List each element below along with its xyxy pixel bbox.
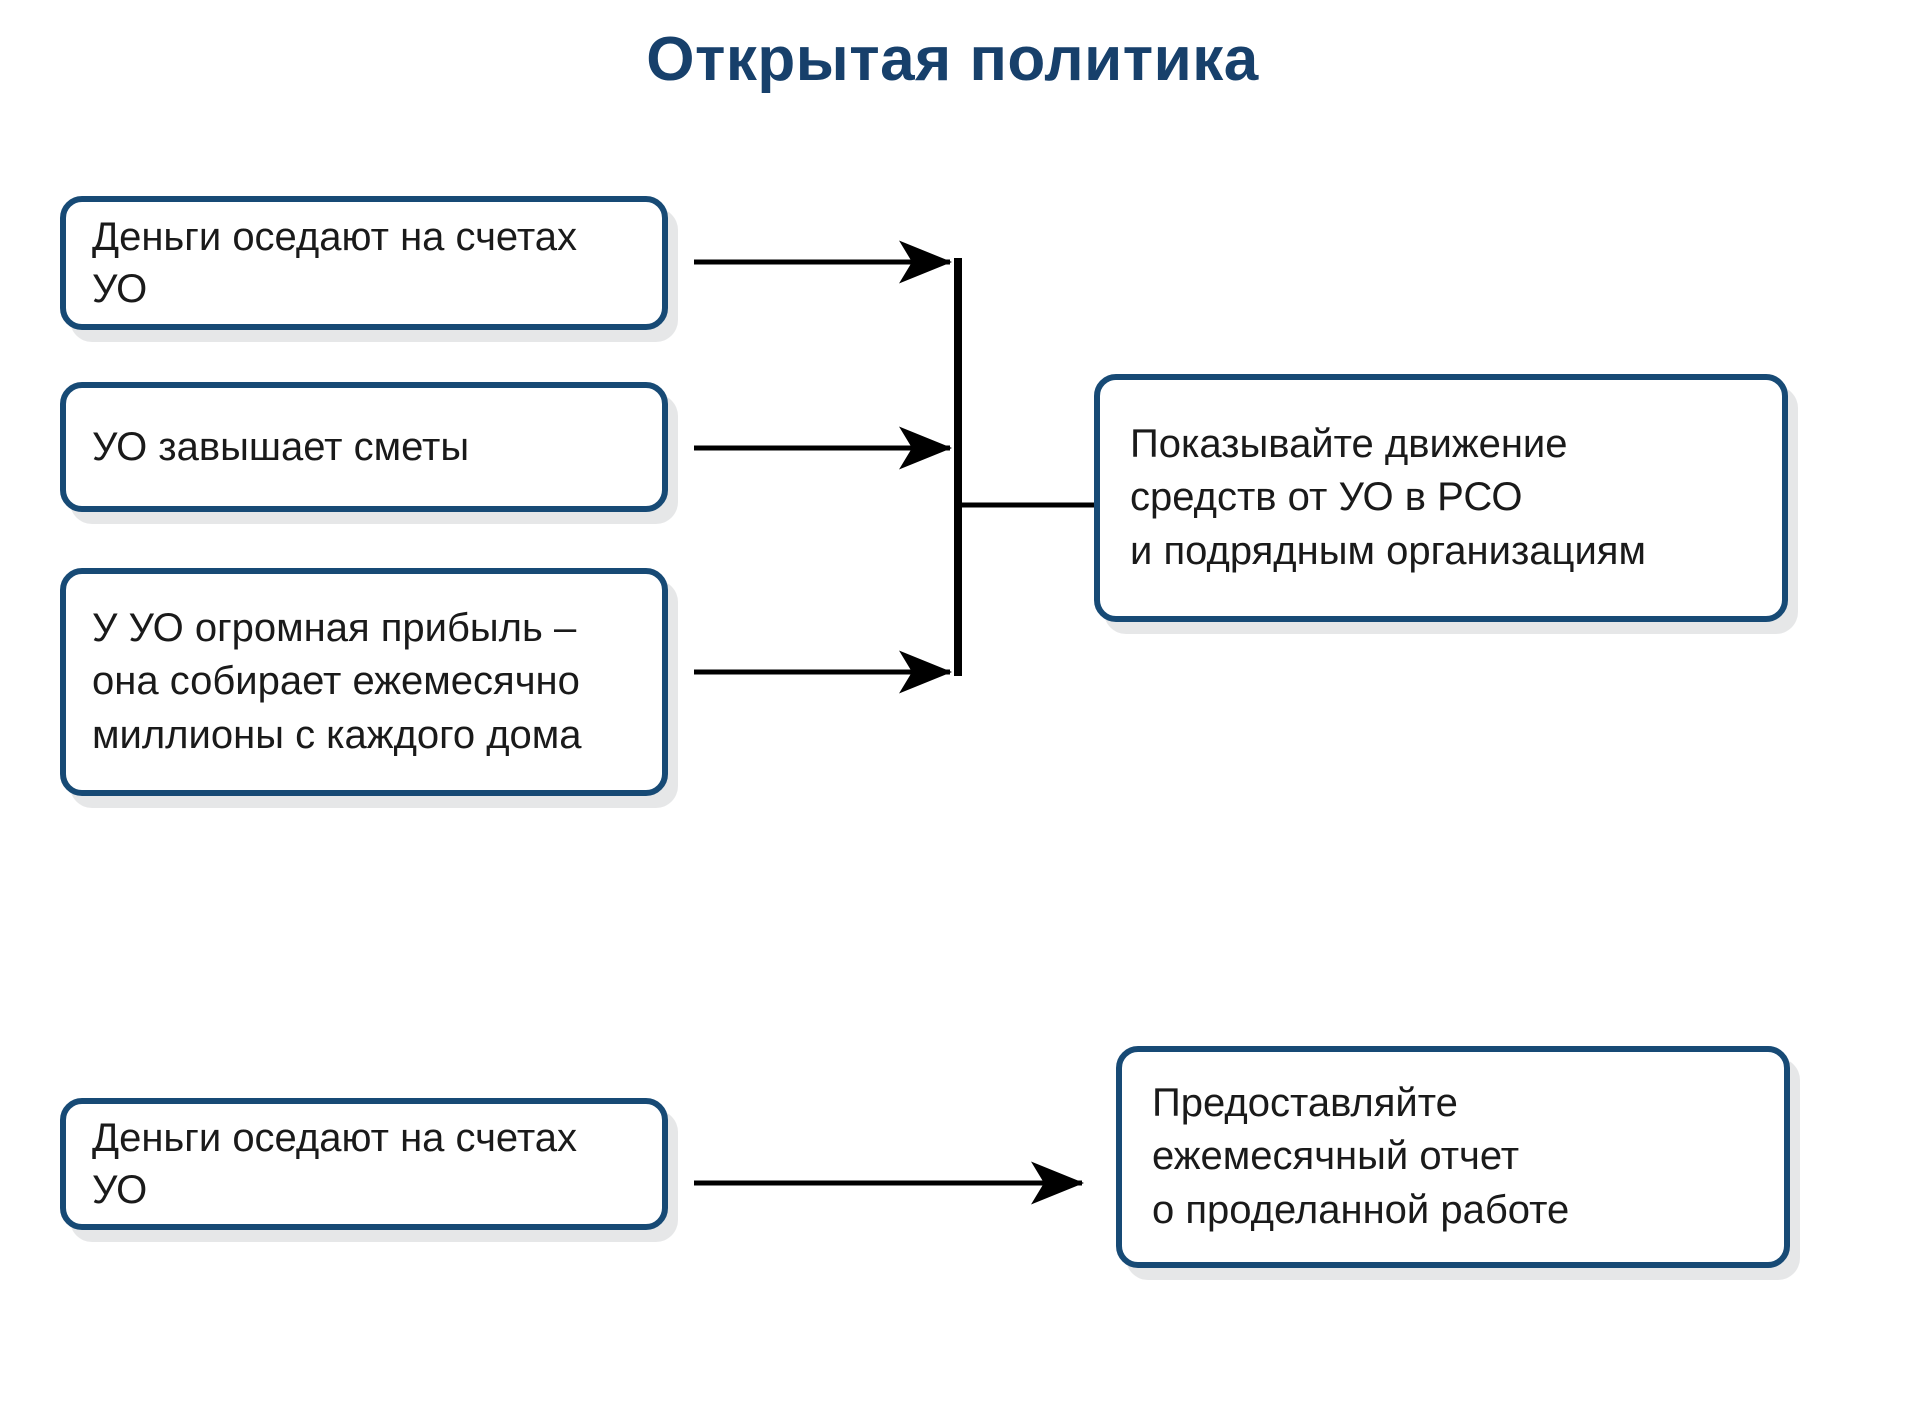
solution-box-show-fund-flow[interactable]: Показывайте движение средств от УО в РСО… xyxy=(1094,374,1788,622)
problem-box-label: У УО огромная прибыль – она собирает еже… xyxy=(92,605,582,757)
problem-box-money-on-accounts[interactable]: Деньги оседают на счетах УО xyxy=(60,196,668,330)
problem-box-label: Деньги оседают на счетах УО xyxy=(92,215,577,311)
solution-box-label: Предоставляйте ежемесячный отчет о проде… xyxy=(1152,1080,1570,1232)
problem-box-money-on-accounts-secondary[interactable]: Деньги оседают на счетах УО xyxy=(60,1098,668,1230)
solution-box-label: Показывайте движение средств от УО в РСО… xyxy=(1130,421,1646,573)
problem-box-label: Деньги оседают на счетах УО xyxy=(92,1116,577,1212)
problem-box-inflated-estimates[interactable]: УО завышает сметы xyxy=(60,382,668,512)
problem-box-huge-profit[interactable]: У УО огромная прибыль – она собирает еже… xyxy=(60,568,668,796)
problem-box-label: УО завышает сметы xyxy=(92,425,470,469)
solution-box-monthly-report[interactable]: Предоставляйте ежемесячный отчет о проде… xyxy=(1116,1046,1790,1268)
page-title: Открытая политика xyxy=(646,25,1259,94)
